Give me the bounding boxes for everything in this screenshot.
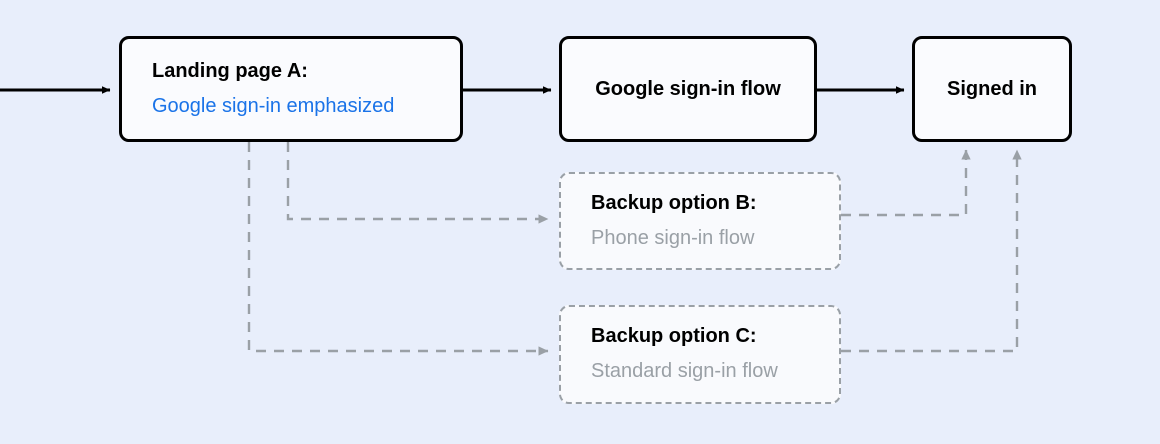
edge-backup-b-to-signed-in: [841, 149, 971, 217]
node-backup-option-b-title: Backup option B:: [591, 191, 757, 214]
edge-backup-c-to-signed-in: [841, 149, 1022, 353]
node-backup-option-c[interactable]: Backup option C: Standard sign-in flow: [559, 305, 841, 404]
node-landing-page-a[interactable]: Landing page A: Google sign-in emphasize…: [119, 36, 463, 142]
node-signed-in[interactable]: Signed in: [912, 36, 1072, 142]
node-landing-page-a-title: Landing page A:: [152, 59, 308, 82]
node-backup-option-b-subtitle: Phone sign-in flow: [591, 226, 755, 249]
node-backup-option-c-title: Backup option C:: [591, 325, 757, 348]
node-backup-option-c-subtitle: Standard sign-in flow: [591, 360, 778, 382]
node-google-sign-in-flow[interactable]: Google sign-in flow: [559, 36, 817, 142]
edge-landing-to-backup-c: [247, 142, 549, 356]
node-backup-option-b[interactable]: Backup option B: Phone sign-in flow: [559, 172, 841, 270]
node-google-sign-in-flow-label: Google sign-in flow: [595, 77, 781, 100]
node-landing-page-a-subtitle: Google sign-in emphasized: [152, 94, 395, 117]
node-signed-in-label: Signed in: [947, 77, 1037, 100]
edge-landing-to-backup-b: [286, 142, 549, 224]
